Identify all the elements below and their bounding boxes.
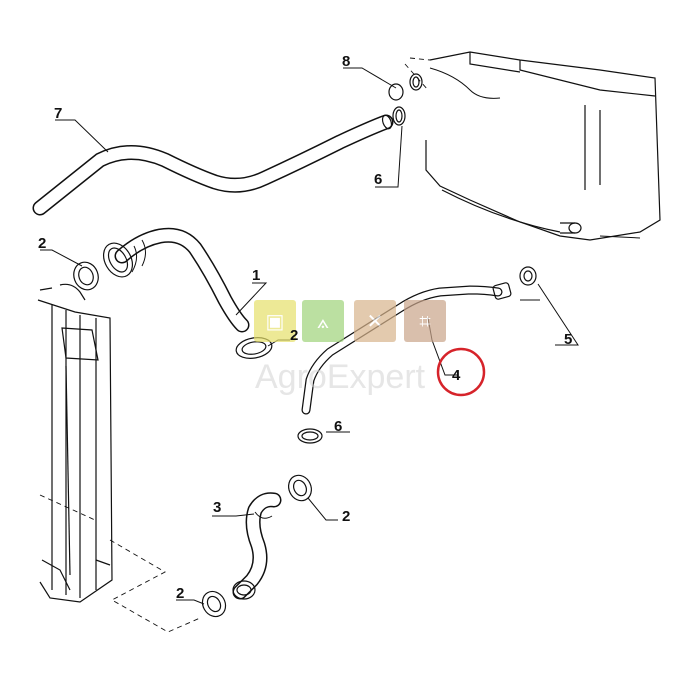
grid-icon: ⌗	[419, 311, 430, 333]
watermark: ▣ ⟑ ✕ ⌗ AgroExpert	[254, 300, 446, 396]
callout-7: 7	[54, 105, 62, 122]
watermark-text: AgroExpert	[255, 358, 426, 396]
tractor-icon: ▣	[266, 311, 285, 333]
watermark-tile-1	[254, 300, 296, 342]
callout-2-c: 2	[342, 508, 350, 525]
clamp-2-a	[73, 261, 99, 291]
callout-2-d: 2	[176, 585, 184, 602]
callout-1: 1	[252, 267, 260, 284]
watermark-tile-4	[404, 300, 446, 342]
callout-6-b: 6	[334, 418, 342, 435]
callout-2-b: 2	[290, 327, 298, 344]
pipe-4	[301, 282, 512, 415]
hose-7	[32, 114, 394, 216]
callout-2-a: 2	[38, 235, 46, 252]
clamp-2-c	[288, 474, 312, 502]
hose-1	[102, 227, 250, 333]
callout-5: 5	[564, 331, 572, 348]
clamp-6-top	[392, 106, 406, 126]
callout-4: 4	[452, 367, 461, 384]
callout-8: 8	[342, 53, 350, 70]
clamp-5	[519, 266, 537, 286]
clamp-2-d	[201, 590, 227, 618]
tools-icon: ✕	[367, 311, 384, 333]
wheelbarrow-icon: ⟑	[317, 311, 329, 333]
watermark-tile-3	[354, 300, 396, 342]
callout-6-a: 6	[374, 171, 382, 188]
radiator	[37, 283, 201, 633]
clamp-6-bottom	[297, 428, 323, 444]
callout-3: 3	[213, 499, 221, 516]
hose-3	[232, 492, 282, 600]
watermark-tile-2	[302, 300, 344, 342]
clamp-8	[388, 73, 423, 101]
clamp-2-b	[235, 337, 273, 359]
expansion-tank	[404, 51, 661, 241]
highlight-circle	[436, 347, 486, 397]
